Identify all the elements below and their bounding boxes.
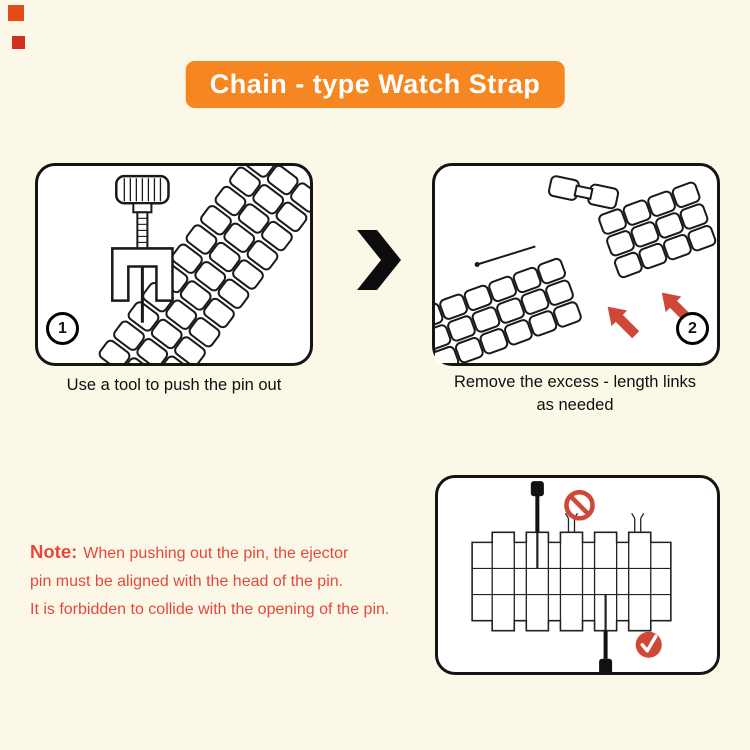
chevron-right-icon: [357, 230, 401, 290]
removed-links: [547, 175, 620, 210]
note-label: Note:: [30, 541, 78, 562]
step1-number-badge: 1: [46, 312, 79, 345]
step1-caption: Use a tool to push the pin out: [35, 374, 313, 397]
step1-number: 1: [58, 319, 67, 337]
note-block: Note: When pushing out the pin, the eject…: [30, 538, 450, 624]
page-title: Chain - type Watch Strap: [209, 69, 541, 99]
ejector-pin-bottom: [599, 630, 613, 672]
title-banner: Chain - type Watch Strap: [185, 61, 565, 108]
ejector-pin-top: [530, 481, 544, 533]
link-fork-pins: [564, 512, 645, 533]
step1-panel: 1: [35, 163, 313, 366]
decor-square-2: [12, 36, 25, 49]
decor-square-1: [8, 5, 24, 21]
step2-panel: 2: [432, 163, 720, 366]
step2-caption-line1: Remove the excess - length links: [453, 373, 697, 391]
check-icon: [635, 631, 662, 658]
detail-illustration: [471, 481, 672, 672]
thread-lines: [137, 217, 148, 243]
note-text-1: When pushing out the pin, the ejector: [83, 545, 349, 562]
band-cross-section: [471, 512, 672, 632]
red-arrow-icon: [599, 298, 644, 343]
band-segment-lower: [435, 256, 584, 363]
spring-pin: [474, 245, 536, 268]
detail-panel: [435, 475, 720, 675]
link-remover-tool: [111, 174, 174, 323]
note-line-2: pin must be aligned with the head of the…: [30, 573, 344, 590]
step2-caption: Remove the excess - length links as need…: [425, 371, 725, 417]
note-line-1: Note: When pushing out the pin, the eject…: [30, 538, 450, 568]
knurl-lines: [123, 178, 162, 202]
step2-caption-line2: as needed: [536, 396, 614, 414]
step1-caption-text: Use a tool to push the pin out: [66, 376, 282, 394]
step2-number: 2: [688, 319, 697, 337]
note-line-3: It is forbidden to collide with the open…: [30, 601, 390, 618]
prohibition-icon: [564, 489, 595, 521]
step1-illustration: [96, 166, 310, 363]
step2-illustration: [435, 175, 717, 363]
step2-number-badge: 2: [676, 312, 709, 345]
